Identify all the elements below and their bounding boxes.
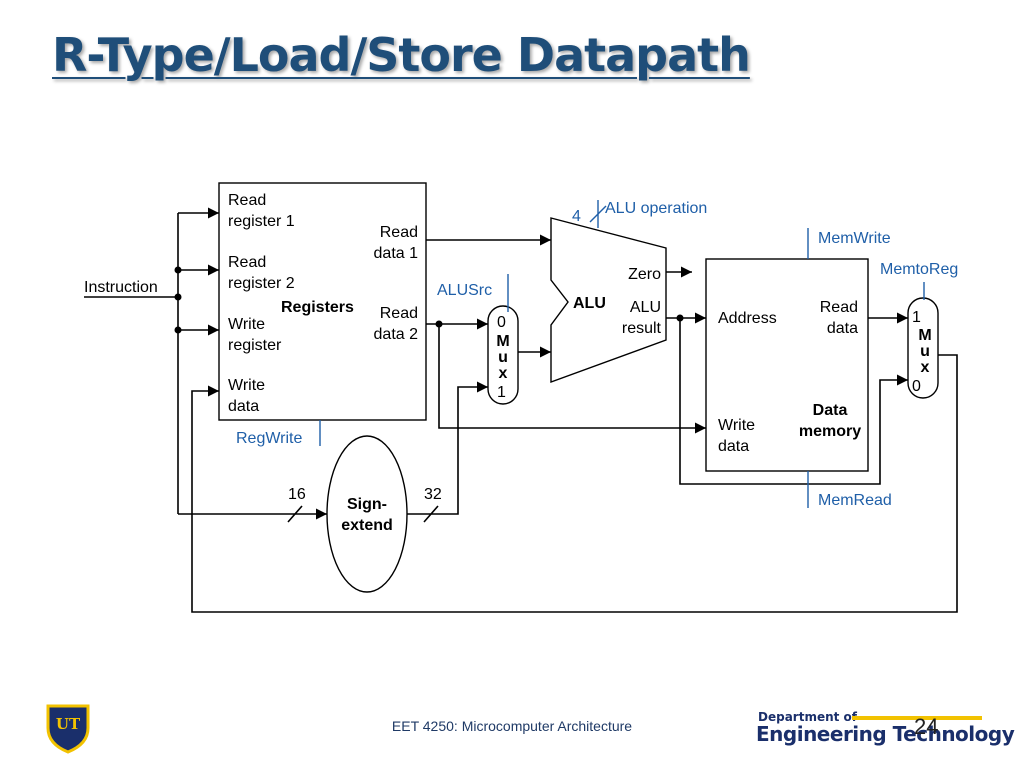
- read-data2-label: data 2: [374, 326, 419, 343]
- imm32-width-slash: [423, 505, 439, 523]
- mem-write-data-label: Write: [718, 417, 755, 434]
- read-data2-label: Read: [380, 305, 418, 322]
- department-logo-bar: [852, 716, 982, 720]
- imm16-width-label: 16: [288, 486, 306, 503]
- write-data-label: data: [228, 398, 259, 415]
- writeback-wire: [191, 354, 958, 613]
- sign-extend-label: extend: [341, 517, 393, 534]
- mux1-input0-label: 0: [497, 314, 506, 331]
- ut-shield-logo: UT: [46, 704, 90, 754]
- alu-bypass-wire: [679, 318, 908, 485]
- instruction-label: Instruction: [84, 279, 158, 296]
- memwrite-label: MemWrite: [818, 230, 891, 247]
- read-data1-label: Read: [380, 224, 418, 241]
- memread-label: MemRead: [818, 492, 892, 509]
- department-logo-line2: Engineering Technology: [756, 722, 1015, 746]
- mux2-input1-label: 1: [912, 309, 921, 326]
- alu-zero-label: Zero: [628, 266, 661, 283]
- page-number: 24: [914, 714, 939, 739]
- data-memory-title: Data: [813, 402, 848, 419]
- alu-result-label: ALU: [630, 299, 661, 316]
- junction-dot: [174, 293, 182, 301]
- read-reg1-label: Read: [228, 192, 266, 209]
- department-logo: Department of Engineering Technology: [756, 708, 1015, 748]
- mem-read-data-label: data: [827, 320, 858, 337]
- read-reg1-label: register 1: [228, 213, 295, 230]
- memtoreg-mux-shape: [907, 297, 939, 399]
- alu-op-width-slash: [589, 205, 607, 223]
- alusrc-mux-shape: [487, 305, 519, 405]
- imm32-wire: [407, 381, 488, 515]
- mux1-input1-label: 1: [497, 384, 506, 401]
- footer-course-text: EET 4250: Microcomputer Architecture: [391, 718, 633, 734]
- write-reg-label: register: [228, 337, 282, 354]
- mux2-input0-label: 0: [912, 378, 921, 395]
- sign-extend-label: Sign-: [347, 496, 387, 513]
- mux1-letter: u: [498, 349, 508, 366]
- mux2-letter: u: [920, 343, 930, 360]
- memtoreg-label: MemtoReg: [880, 261, 958, 278]
- imm16-width-slash: [287, 505, 303, 523]
- read-data1-label: data 1: [374, 245, 419, 262]
- ut-logo-text: UT: [56, 715, 81, 733]
- mux2-letter: M: [918, 327, 931, 344]
- mem-write-data-label: data: [718, 438, 749, 455]
- alu-shape: [550, 217, 667, 384]
- data-memory-title: memory: [799, 423, 861, 440]
- alu-title: ALU: [573, 295, 606, 312]
- read-reg2-label: register 2: [228, 275, 295, 292]
- alu-result-label: result: [622, 320, 662, 337]
- store-data-wire: [438, 324, 706, 434]
- mux2-letter: x: [921, 359, 930, 376]
- regwrite-label: RegWrite: [236, 430, 302, 447]
- mux1-letter: x: [499, 365, 508, 382]
- alusrc-label: ALUSrc: [437, 282, 492, 299]
- data-memory-box: [705, 258, 869, 472]
- address-label: Address: [718, 310, 777, 327]
- sign-extend-ellipse: [326, 435, 408, 593]
- write-data-label: Write: [228, 377, 265, 394]
- register-file-box: [218, 182, 427, 421]
- read-reg2-label: Read: [228, 254, 266, 271]
- mux1-letter: M: [496, 333, 509, 350]
- imm32-width-label: 32: [424, 486, 442, 503]
- junction-dot: [174, 266, 182, 274]
- write-reg-label: Write: [228, 316, 265, 333]
- department-logo-line1: Department of: [758, 710, 858, 724]
- registers-title: Registers: [281, 299, 354, 316]
- alu-operation-label: ALU operation: [605, 200, 707, 217]
- mem-read-data-label: Read: [820, 299, 858, 316]
- alu-op-width-label: 4: [572, 208, 581, 225]
- slide-title: R-Type/Load/Store Datapath: [52, 28, 751, 82]
- junction-dot: [174, 326, 182, 334]
